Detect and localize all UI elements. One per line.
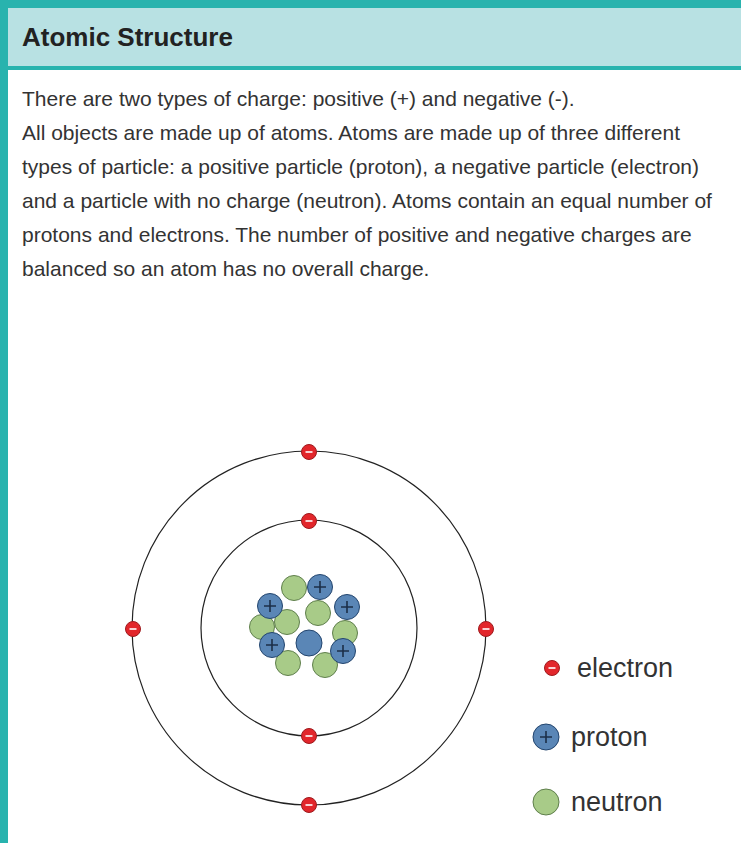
side-bar xyxy=(0,0,8,843)
legend-label: proton xyxy=(571,722,648,753)
nucleus xyxy=(250,575,360,678)
legend-label: neutron xyxy=(571,787,663,818)
heading: Atomic Structure xyxy=(22,22,233,53)
legend-entry: electron xyxy=(537,653,673,684)
legend-swatch xyxy=(531,722,561,752)
body-text: All objects are made up of atoms. Atoms … xyxy=(22,116,730,286)
minus-sign xyxy=(549,667,556,669)
legend-label: electron xyxy=(577,653,673,684)
legend-swatch-fill xyxy=(533,724,559,750)
plus-sign xyxy=(540,731,552,743)
header-band xyxy=(0,8,741,66)
header-rule xyxy=(0,66,741,70)
top-bar xyxy=(0,0,741,8)
legend-swatch xyxy=(531,787,561,817)
legend-entry: proton xyxy=(531,722,648,753)
outer-shell xyxy=(132,451,486,805)
legend-swatch xyxy=(537,653,567,683)
body-text: There are two types of charge: positive … xyxy=(22,82,730,116)
legend-swatch-fill xyxy=(533,789,559,815)
inner-shell xyxy=(201,520,417,736)
electrons xyxy=(126,445,494,813)
text-block: There are two types of charge: positive … xyxy=(22,82,730,286)
legend-swatch-fill xyxy=(545,661,560,676)
legend-entry: neutron xyxy=(531,787,663,818)
